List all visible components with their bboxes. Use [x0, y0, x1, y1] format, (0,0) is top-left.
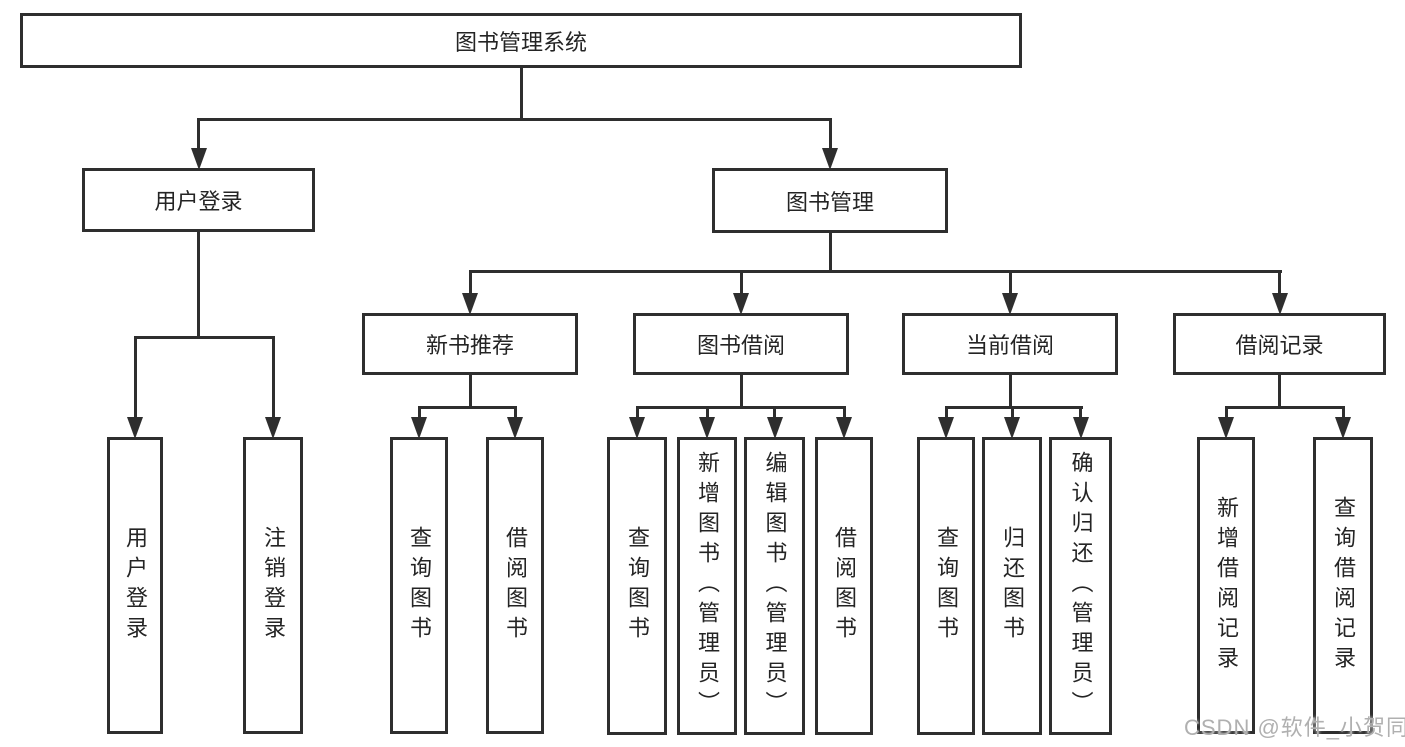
connector-line — [1009, 373, 1012, 409]
node-label: 借阅记录 — [1235, 333, 1324, 358]
node-label: 查询图书 — [407, 525, 432, 646]
node-label: 编辑图书（管理员） — [762, 451, 788, 721]
node-root: 图书管理系统 — [20, 13, 1022, 68]
arrowhead-down-icon — [822, 148, 838, 170]
connector-line — [1079, 406, 1082, 421]
node-label: 用户登录 — [154, 189, 243, 214]
node-leaf-query-record: 查询借阅记录 — [1313, 437, 1373, 734]
connector-line — [829, 118, 832, 152]
node-leaf-return-book: 归还图书 — [982, 437, 1042, 735]
node-label: 新书推荐 — [425, 333, 514, 358]
arrowhead-down-icon — [1073, 417, 1089, 439]
node-user-login: 用户登录 — [82, 168, 315, 232]
node-leaf-user-login: 用户登录 — [107, 437, 163, 734]
connector-line — [469, 270, 472, 297]
node-label: 查询图书 — [934, 526, 959, 646]
connector-line — [1225, 406, 1345, 409]
node-leaf-logout: 注销登录 — [243, 437, 303, 734]
arrowhead-down-icon — [836, 417, 852, 439]
node-book-borrow: 图书借阅 — [633, 313, 849, 375]
connector-line — [1278, 270, 1281, 297]
connector-line — [843, 406, 846, 421]
arrowhead-down-icon — [767, 417, 783, 439]
connector-line — [134, 336, 275, 339]
connector-line — [514, 406, 517, 421]
arrowhead-down-icon — [938, 417, 954, 439]
connector-line — [1342, 406, 1345, 421]
arrowhead-down-icon — [411, 417, 427, 439]
connector-line — [1011, 406, 1014, 421]
node-label: 当前借阅 — [965, 333, 1054, 358]
connector-line — [1278, 373, 1281, 409]
node-leaf-confirm-return: 确认归还（管理员） — [1049, 437, 1112, 735]
arrowhead-down-icon — [1218, 417, 1234, 439]
node-label: 归还图书 — [1000, 526, 1025, 646]
connector-line — [418, 406, 421, 421]
connector-line — [469, 270, 1282, 273]
node-leaf-borrow-book-2: 借阅图书 — [815, 437, 873, 735]
connector-line — [469, 373, 472, 409]
connector-line — [740, 270, 743, 297]
connector-line — [636, 406, 846, 409]
arrowhead-down-icon — [507, 417, 523, 439]
connector-line — [636, 406, 639, 421]
node-label: 注销登录 — [261, 525, 286, 646]
arrowhead-down-icon — [1335, 417, 1351, 439]
node-new-book-rec: 新书推荐 — [362, 313, 578, 375]
arrowhead-down-icon — [733, 293, 749, 315]
node-leaf-query-book-3: 查询图书 — [917, 437, 975, 735]
csdn-watermark: CSDN @软件_小贺同学 — [1184, 715, 1405, 740]
node-leaf-query-book-1: 查询图书 — [390, 437, 448, 734]
node-label: 借阅图书 — [503, 525, 528, 646]
node-book-mgmt: 图书管理 — [712, 168, 948, 233]
node-label: 图书管理系统 — [454, 29, 587, 55]
arrowhead-down-icon — [191, 148, 207, 170]
arrowhead-down-icon — [699, 417, 715, 439]
node-label: 图书借阅 — [696, 333, 785, 358]
connector-line — [740, 373, 743, 409]
connector-line — [945, 406, 948, 421]
node-label: 新增图书（管理员） — [695, 451, 720, 721]
node-leaf-edit-book: 编辑图书（管理员） — [744, 437, 805, 735]
node-leaf-borrow-book-1: 借阅图书 — [486, 437, 544, 734]
arrowhead-down-icon — [629, 417, 645, 439]
connector-line — [520, 66, 523, 121]
node-label: 用户登录 — [123, 525, 148, 646]
node-label: 查询图书 — [625, 526, 650, 646]
connector-line — [197, 230, 200, 339]
node-label: 图书管理 — [785, 189, 874, 215]
connector-line — [1225, 406, 1228, 421]
arrowhead-down-icon — [462, 293, 478, 315]
connector-line — [1009, 270, 1012, 297]
node-leaf-add-book: 新增图书（管理员） — [677, 437, 737, 735]
node-borrow-record: 借阅记录 — [1173, 313, 1386, 375]
node-label: 查询借阅记录 — [1331, 495, 1356, 676]
connector-line — [197, 118, 832, 121]
node-current-borrow: 当前借阅 — [902, 313, 1118, 375]
arrowhead-down-icon — [1004, 417, 1020, 439]
arrowhead-down-icon — [1002, 293, 1018, 315]
connector-line — [773, 406, 776, 421]
connector-line — [272, 336, 275, 421]
connector-line — [418, 406, 517, 409]
node-label: 借阅图书 — [832, 526, 857, 646]
connector-line — [134, 336, 137, 421]
connector-line — [197, 118, 200, 152]
node-label: 新增借阅记录 — [1214, 495, 1239, 676]
connector-line — [706, 406, 709, 421]
node-leaf-query-book-2: 查询图书 — [607, 437, 667, 735]
arrowhead-down-icon — [1272, 293, 1288, 315]
connector-line — [829, 231, 832, 273]
arrowhead-down-icon — [127, 417, 143, 439]
node-label: 确认归还（管理员） — [1068, 451, 1094, 721]
arrowhead-down-icon — [265, 417, 281, 439]
node-leaf-add-record: 新增借阅记录 — [1197, 437, 1255, 734]
